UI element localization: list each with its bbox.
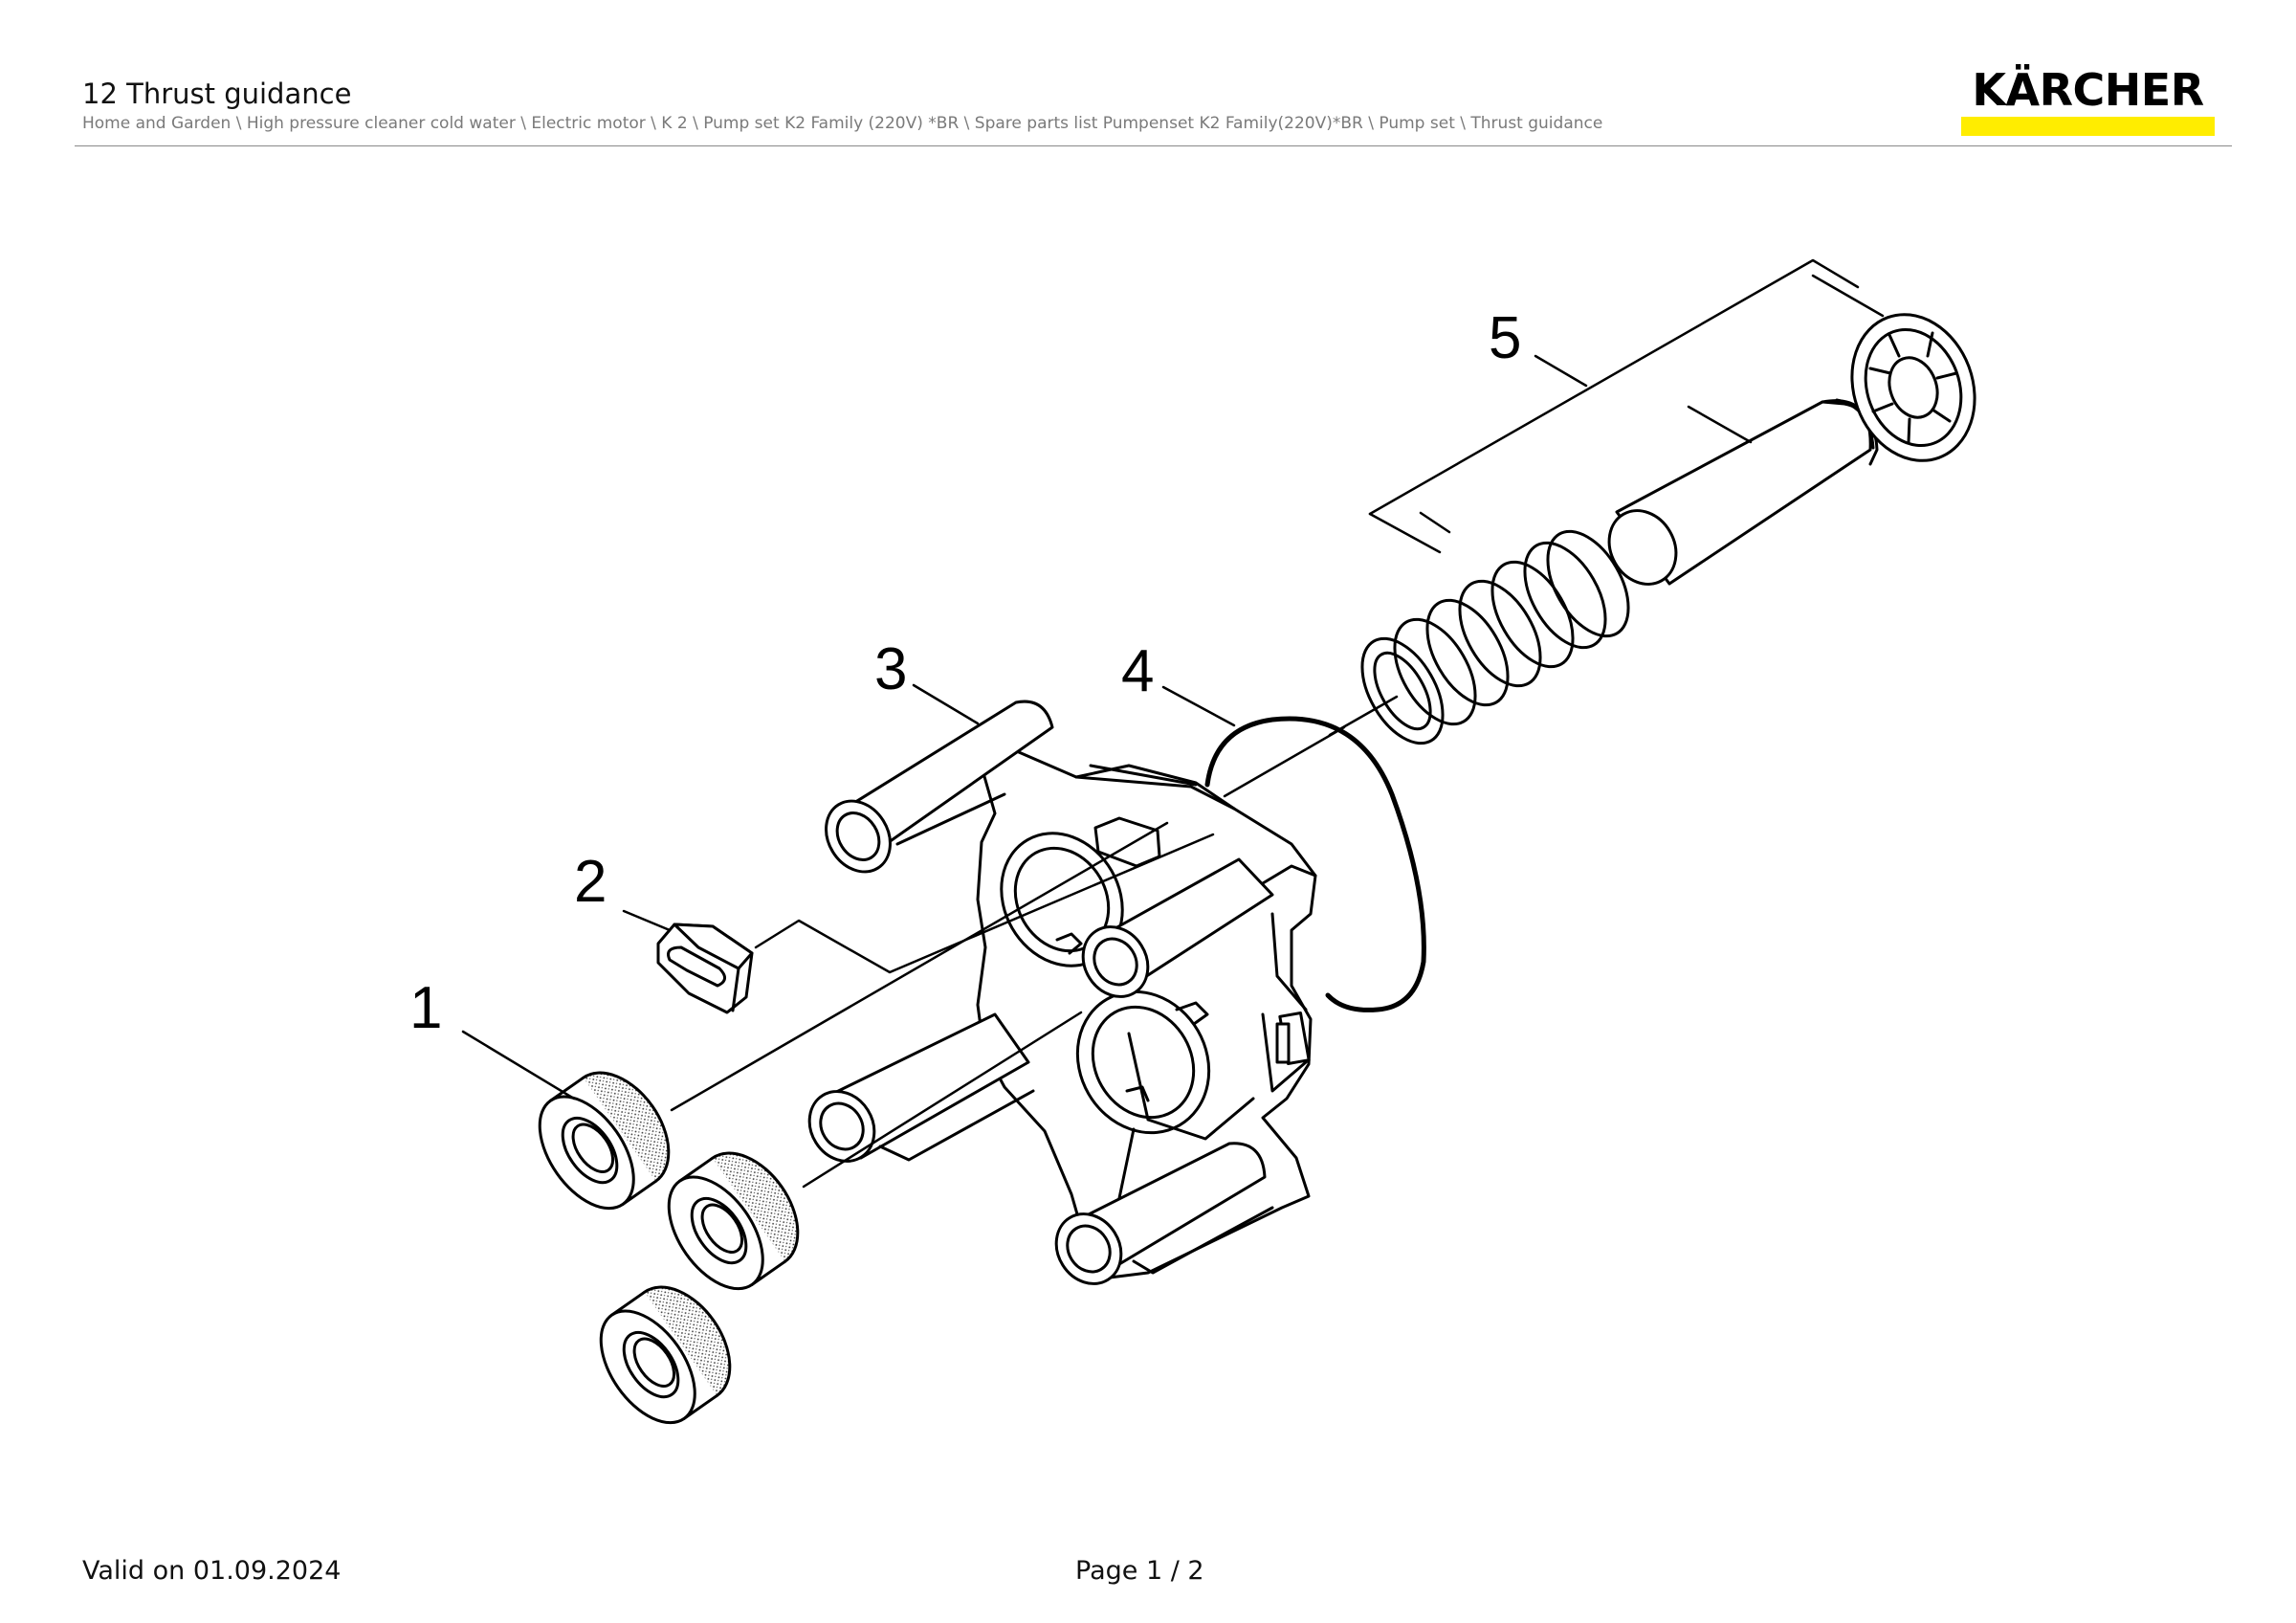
callout-3: 3 (874, 636, 907, 702)
callout-2: 2 (574, 849, 607, 915)
page-title: 12 Thrust guidance (82, 78, 352, 110)
brand-accent-bar (1961, 117, 2215, 136)
brand-wordmark: KÄRCHER (1972, 64, 2204, 116)
part-5-spring-pin-kit (1360, 313, 1976, 745)
part-4-o-ring (1204, 716, 1426, 1012)
bearing-ring-middle (667, 1151, 800, 1291)
header-divider (75, 145, 2232, 146)
callout-1: 1 (409, 975, 442, 1041)
bearing-ring-top (538, 1071, 671, 1211)
part-1-bearing-rings (538, 1071, 800, 1425)
validity-date: Valid on 01.09.2024 (82, 1556, 342, 1586)
callout-4: 4 (1121, 638, 1154, 704)
page-indicator: Page 1 / 2 (1075, 1556, 1204, 1586)
callout-5: 5 (1489, 305, 1521, 371)
breadcrumb[interactable]: Home and Garden \ High pressure cleaner … (82, 114, 1603, 133)
karcher-logo: KÄRCHER (1961, 67, 2215, 136)
leader-lines (461, 258, 1885, 1189)
part-3-pump-head (807, 700, 1317, 1285)
bearing-ring-bottom (599, 1285, 732, 1425)
part-2-clip (656, 923, 754, 1014)
